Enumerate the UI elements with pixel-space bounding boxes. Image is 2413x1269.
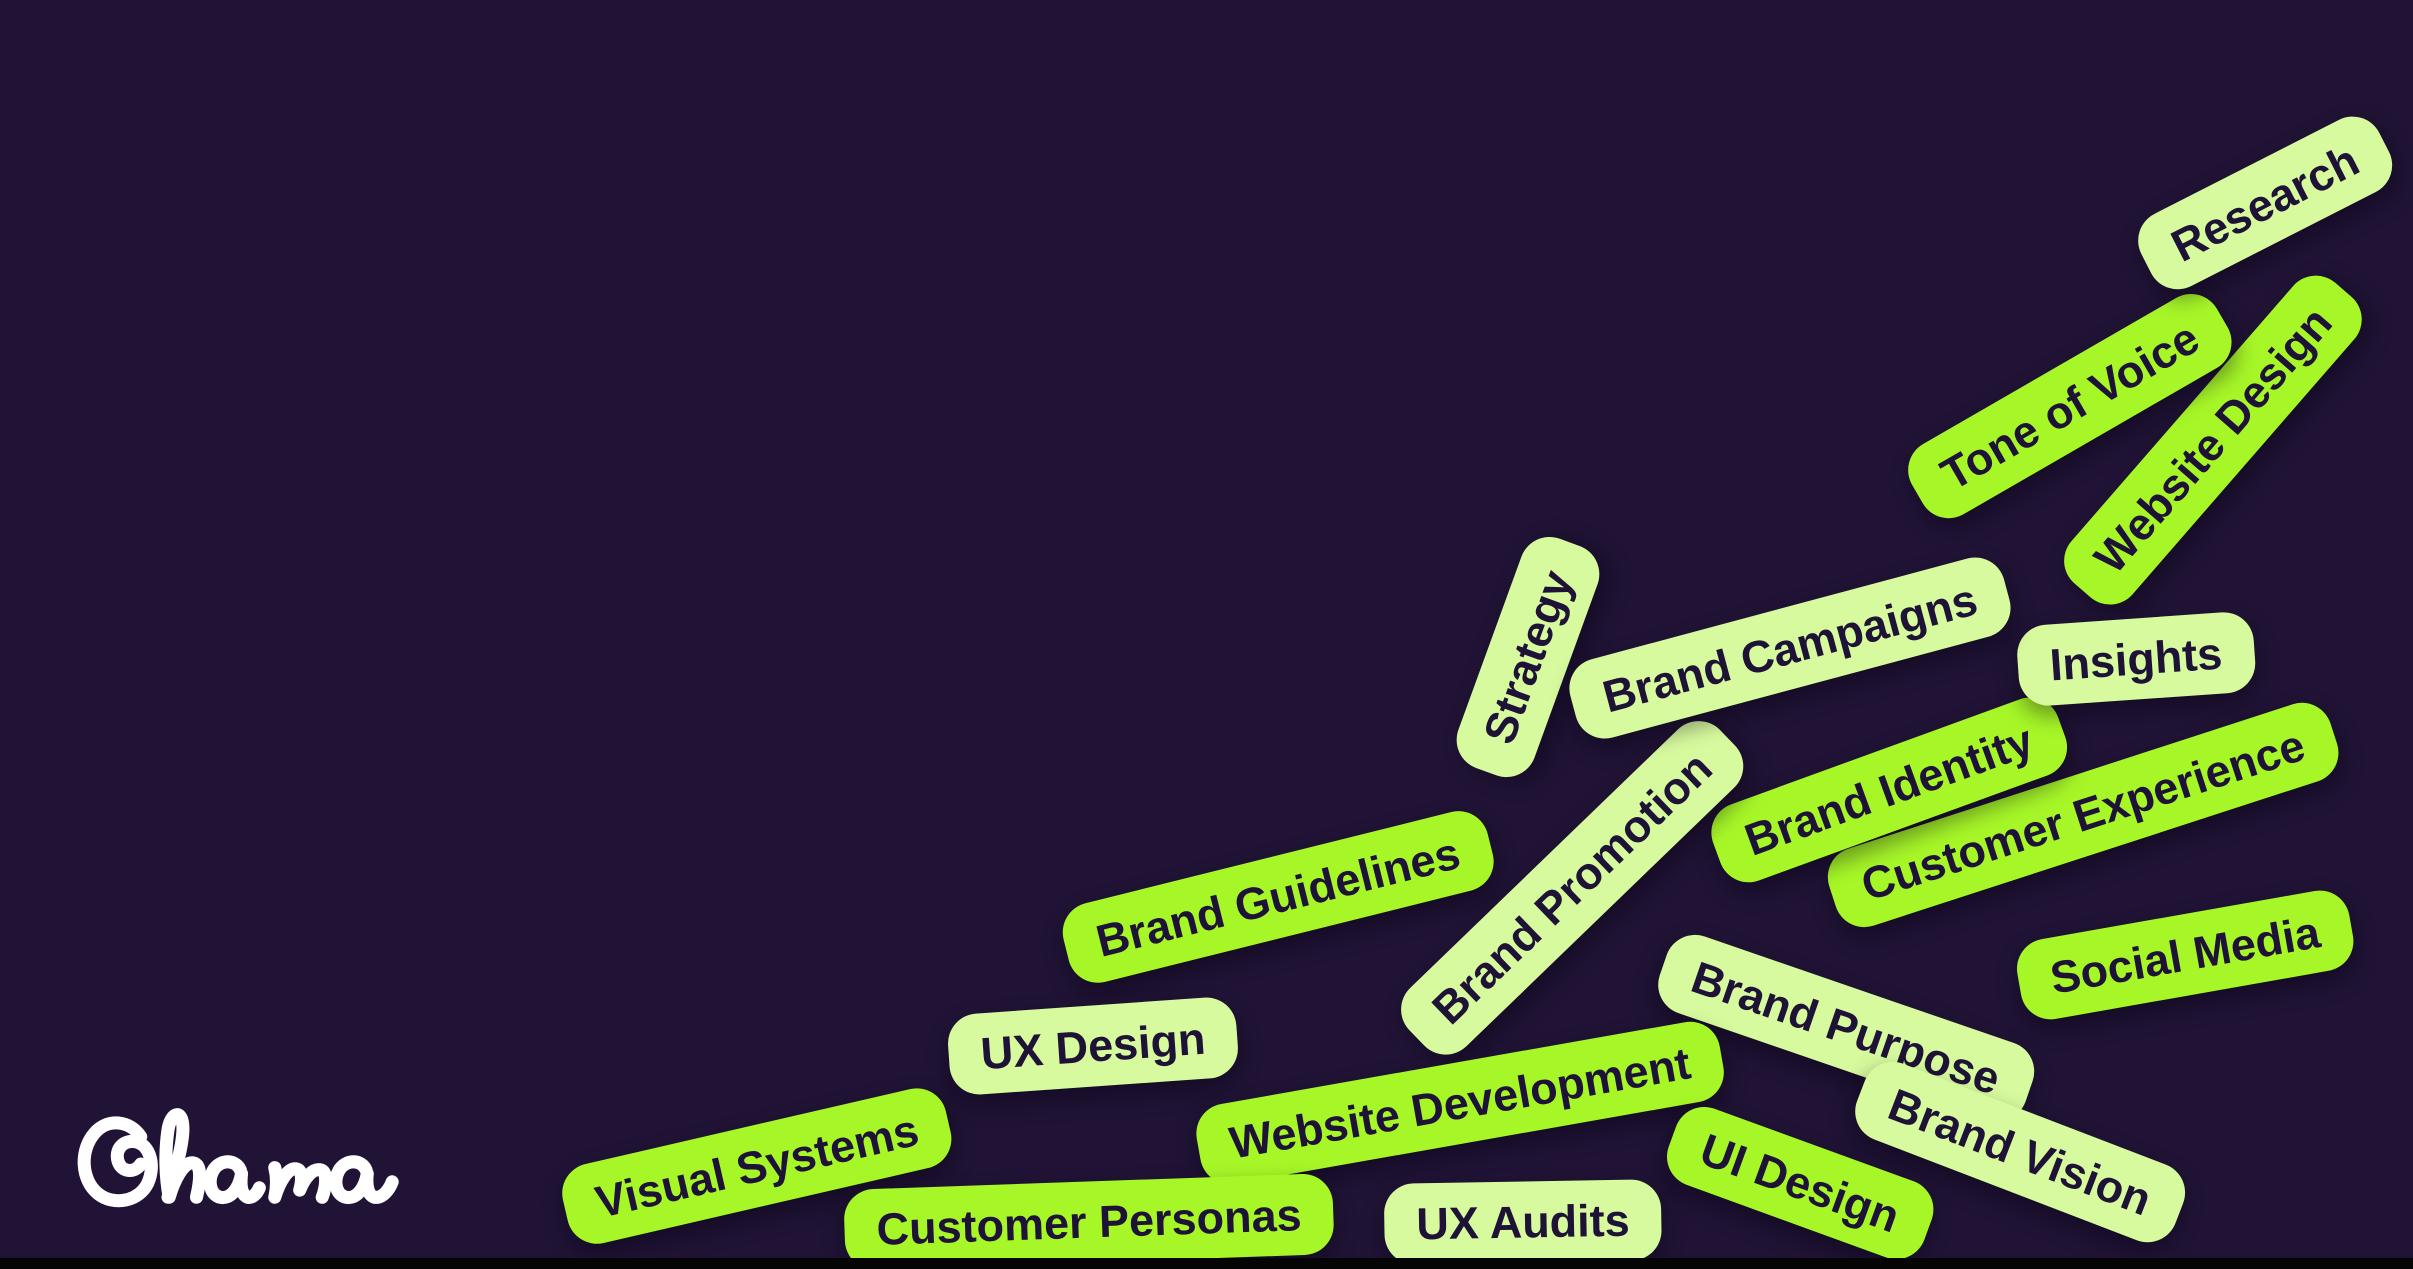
tag-pill-brand-campaigns: Brand Campaigns	[1562, 550, 2018, 746]
tag-pill-brand-guidelines: Brand Guidelines	[1056, 804, 1500, 990]
ohana-logo	[77, 1108, 399, 1208]
ohana-logo-script	[77, 1108, 399, 1208]
bottom-edge-bar	[0, 1258, 2413, 1269]
tag-pill-ux-design: UX Design	[946, 995, 1240, 1097]
tag-pill-ux-audits: UX Audits	[1383, 1179, 1663, 1265]
tag-pill-research: Research	[2127, 106, 2403, 300]
tag-pill-strategy: Strategy	[1448, 528, 1608, 786]
tag-pill-social-media: Social Media	[2012, 885, 2358, 1025]
tag-pill-customer-personas: Customer Personas	[843, 1172, 1335, 1269]
tag-pill-insights: Insights	[2015, 610, 2257, 708]
